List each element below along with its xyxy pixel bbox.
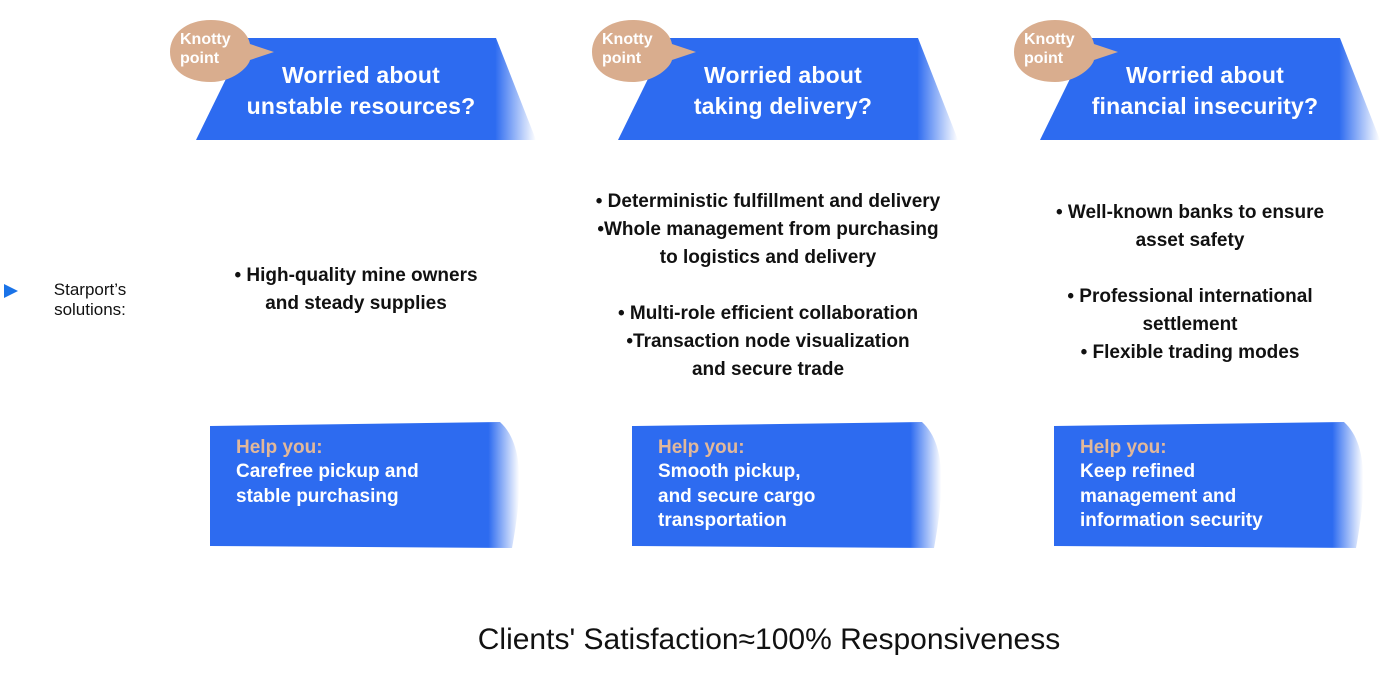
help-you-box: Help you: Keep refined management and in… — [1054, 422, 1374, 548]
drop-icon — [592, 20, 696, 82]
solutions-text: • Well-known banks to ensure asset safet… — [1055, 202, 1325, 363]
knotty-point-text: Knotty point — [180, 31, 231, 67]
help-title: Help you: — [236, 437, 323, 458]
drop-icon — [1014, 20, 1118, 82]
knotty-point-bubble: Knotty point — [1010, 16, 1120, 86]
banner-shape — [618, 38, 958, 140]
knotty-point-text: Knotty point — [602, 31, 653, 67]
play-arrow-icon — [4, 284, 18, 298]
column-financial-insecurity: Worried about financial insecurity? Knot… — [1010, 0, 1380, 600]
help-box-shape — [210, 422, 520, 548]
banner-shape — [196, 38, 536, 140]
help-you-box: Help you: Smooth pickup, and secure carg… — [632, 422, 952, 548]
footer-tagline: Clients' Satisfaction≈100% Responsivenes… — [477, 623, 1061, 656]
column-taking-delivery: Worried about taking delivery? Knotty po… — [588, 0, 958, 600]
help-box-shape — [632, 422, 942, 548]
help-box-shape — [1054, 422, 1364, 548]
help-body: Smooth pickup, and secure cargo transpor… — [658, 461, 816, 531]
drop-icon — [170, 20, 274, 82]
solutions-text: • Deterministic fulfillment and delivery… — [595, 191, 941, 380]
knotty-point-text: Knotty point — [1024, 31, 1075, 67]
worry-title: Worried about financial insecurity? — [1091, 62, 1319, 119]
starport-solutions-text: Starport’s solutions: — [53, 280, 127, 319]
solutions-text: • High-quality mine owners and steady su… — [234, 265, 478, 314]
column-unstable-resources: Worried about unstable resources? Knotty… — [166, 0, 536, 600]
starport-solutions-label: Starport’s solutions: — [4, 280, 154, 330]
worry-banner: Worried about taking delivery? — [618, 38, 958, 140]
help-title: Help you: — [1080, 437, 1167, 458]
banner-shape — [1040, 38, 1380, 140]
knotty-point-bubble: Knotty point — [588, 16, 698, 86]
knotty-point-bubble: Knotty point — [166, 16, 276, 86]
worry-title: Worried about unstable resources? — [246, 62, 476, 119]
help-you-box: Help you: Carefree pickup and stable pur… — [210, 422, 530, 548]
worry-banner: Worried about unstable resources? — [196, 38, 536, 140]
help-body: Carefree pickup and stable purchasing — [236, 461, 419, 507]
worry-banner: Worried about financial insecurity? — [1040, 38, 1380, 140]
worry-title: Worried about taking delivery? — [693, 62, 873, 119]
help-body: Keep refined management and information … — [1080, 461, 1263, 531]
help-title: Help you: — [658, 437, 745, 458]
